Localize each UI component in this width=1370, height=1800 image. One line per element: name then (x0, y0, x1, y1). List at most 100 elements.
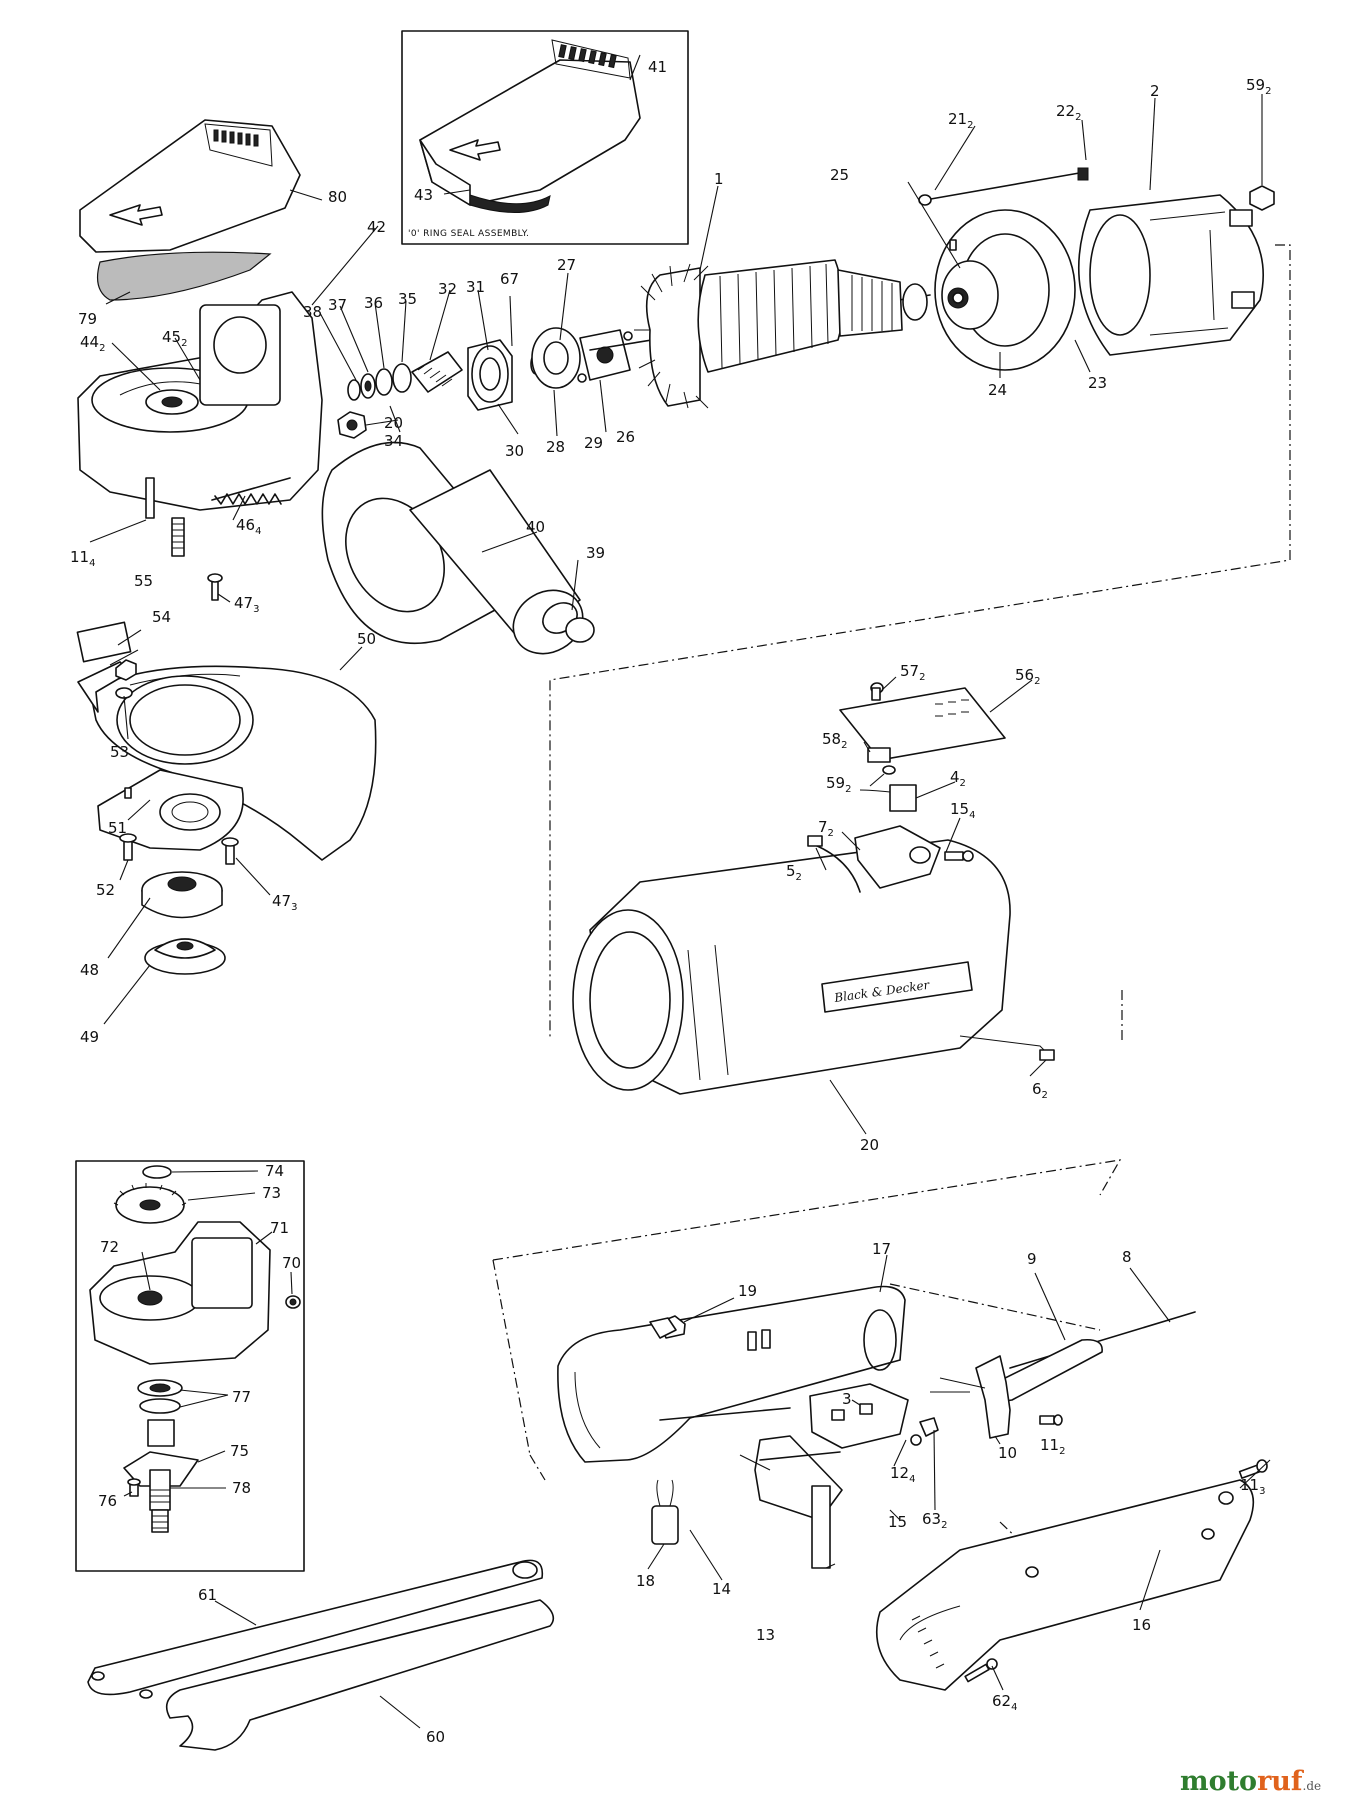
cover-80-drawing (79, 119, 301, 253)
label-part-78: 78 (232, 1479, 251, 1497)
label-part-35: 35 (398, 290, 417, 308)
label-part-34: 34 (384, 432, 403, 450)
field-assembly-group (918, 167, 1275, 371)
label-part-67: 67 (500, 270, 519, 288)
label-part-72: 72 (100, 1238, 119, 1256)
label-part-4: 42 (950, 768, 966, 789)
wrenches-group (87, 1559, 555, 1751)
gear-case-inset (75, 1160, 305, 1572)
label-part-13: 13 (756, 1626, 775, 1644)
motor-housing-group: Black & Decker (549, 244, 1291, 1095)
label-part-54: 54 (152, 608, 171, 626)
label-part-1: 1 (714, 170, 724, 188)
label-part-23: 23 (1088, 374, 1107, 392)
spindle-parts-group (337, 327, 633, 439)
label-part-37: 37 (328, 296, 347, 314)
inset-caption: '0' RING SEAL ASSEMBLY. (408, 229, 529, 239)
label-part-47-bottom: 473 (272, 892, 297, 913)
label-part-28: 28 (546, 438, 565, 456)
label-part-47-top: 473 (234, 594, 259, 615)
label-part-24: 24 (988, 381, 1007, 399)
inset-cover-drawing (419, 39, 641, 213)
label-part-30: 30 (505, 442, 524, 460)
label-part-43: 43 (414, 186, 433, 204)
label-part-39: 39 (586, 544, 605, 562)
label-part-11-left: 114 (70, 548, 95, 569)
label-part-61: 61 (198, 1586, 217, 1604)
label-part-12: 124 (890, 1464, 915, 1485)
label-part-70: 70 (282, 1254, 301, 1272)
label-part-77: 77 (232, 1388, 251, 1406)
label-part-25: 25 (830, 166, 849, 184)
label-part-56: 562 (1015, 666, 1040, 687)
label-part-42: 42 (367, 218, 386, 236)
label-part-5: 52 (786, 862, 802, 883)
label-part-50: 50 (357, 630, 376, 648)
rear-housing-group (492, 1159, 1268, 1691)
label-part-26: 26 (616, 428, 635, 446)
label-part-27: 27 (557, 256, 576, 274)
inset-frame (401, 30, 689, 245)
gear-head-group (77, 119, 323, 601)
label-part-46: 464 (236, 516, 261, 537)
label-part-74: 74 (265, 1162, 284, 1180)
label-part-71: 71 (270, 1219, 289, 1237)
label-part-10: 10 (998, 1444, 1017, 1462)
label-part-75: 75 (230, 1442, 249, 1460)
gear-case-inset-frame (75, 1160, 305, 1572)
label-part-20-bottom: 20 (860, 1136, 879, 1154)
label-part-38: 38 (303, 303, 322, 321)
label-part-3: 3 (842, 1390, 852, 1408)
label-part-49: 49 (80, 1028, 99, 1046)
label-part-6: 62 (1032, 1080, 1048, 1101)
watermark-part2: ruf (1257, 1766, 1305, 1797)
label-part-20-top: 20 (384, 414, 403, 432)
label-part-41: 41 (648, 58, 667, 76)
part-labels: 41 43 80 42 79 442 452 38 37 36 35 32 31… (70, 58, 1271, 1746)
label-part-62: 624 (992, 1692, 1017, 1713)
label-part-16: 16 (1132, 1616, 1151, 1634)
label-part-11-right: 113 (1240, 1476, 1265, 1497)
label-part-52: 52 (96, 881, 115, 899)
label-part-19: 19 (738, 1282, 757, 1300)
label-part-79: 79 (78, 310, 97, 328)
label-part-22: 222 (1056, 102, 1081, 123)
o-ring-seal-inset: '0' RING SEAL ASSEMBLY. (401, 30, 689, 245)
label-part-29: 29 (584, 434, 603, 452)
armature-drawing (589, 259, 931, 409)
label-part-8: 8 (1122, 1248, 1132, 1266)
label-part-18: 18 (636, 1572, 655, 1590)
label-part-45: 452 (162, 328, 187, 349)
label-part-40: 40 (526, 518, 545, 536)
label-part-57: 572 (900, 662, 925, 683)
label-part-32: 32 (438, 280, 457, 298)
label-part-7: 72 (818, 818, 834, 839)
label-part-59-mid: 592 (826, 774, 851, 795)
label-part-14: 14 (712, 1580, 731, 1598)
label-part-48: 48 (80, 961, 99, 979)
label-part-76: 76 (98, 1492, 117, 1510)
leader-lines (89, 54, 1271, 1729)
label-part-73: 73 (262, 1184, 281, 1202)
label-part-15-bottom: 15 (888, 1513, 907, 1531)
label-part-51: 51 (108, 819, 127, 837)
label-part-44: 442 (80, 333, 105, 354)
label-part-58: 582 (822, 730, 847, 751)
site-watermark: motoruf.de (1180, 1766, 1321, 1797)
label-part-53: 53 (110, 743, 129, 761)
label-part-21: 212 (948, 110, 973, 131)
watermark-suffix: .de (1303, 1779, 1322, 1793)
label-part-9: 9 (1027, 1250, 1037, 1268)
label-part-2: 2 (1150, 82, 1160, 100)
label-part-59-top: 592 (1246, 76, 1271, 97)
label-part-55: 55 (134, 572, 153, 590)
side-handle-group (321, 441, 595, 655)
label-part-36: 36 (364, 294, 383, 312)
watermark-part1: moto (1180, 1766, 1257, 1797)
svg-text:motoruf.de: motoruf.de (1180, 1766, 1321, 1797)
label-part-11-mid: 112 (1040, 1436, 1065, 1457)
label-part-63: 632 (922, 1510, 947, 1531)
label-part-15-top: 154 (950, 800, 975, 821)
label-part-31: 31 (466, 278, 485, 296)
